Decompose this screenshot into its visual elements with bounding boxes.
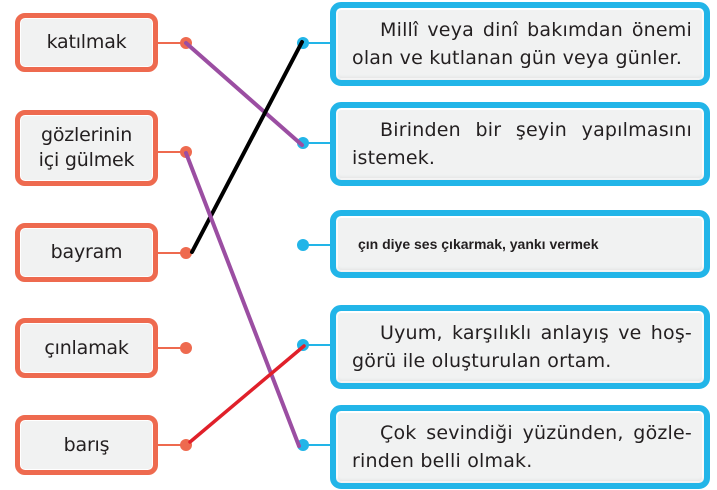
match-line-katilmak[interactable] — [184, 41, 304, 147]
term-connector — [158, 151, 186, 153]
term-box-bayram[interactable]: bayram — [15, 223, 158, 282]
term-label: barış — [63, 433, 110, 456]
term-box-gozlerinin-ici-gulmek[interactable]: gözlerinin içi gülmek — [15, 110, 158, 186]
term-connector — [158, 252, 186, 254]
term-connector — [158, 347, 186, 349]
definition-text: Uyum, karşılıklı anlayış ve hoş-görü ile… — [352, 322, 692, 372]
match-line-gozlerinin-ici-gulmek[interactable] — [184, 151, 301, 448]
definition-dot-5[interactable] — [297, 439, 309, 451]
term-dot-bayram[interactable] — [180, 247, 192, 259]
term-label: çınlamak — [44, 336, 129, 359]
match-line-bayram[interactable] — [190, 40, 304, 254]
definition-connector — [303, 42, 330, 44]
definition-connector — [303, 444, 330, 446]
definition-connector — [303, 244, 330, 246]
definition-box-4[interactable]: Uyum, karşılıklı anlayış ve hoş-görü ile… — [330, 305, 710, 389]
definition-connector — [303, 344, 330, 346]
definition-dot-2[interactable] — [297, 137, 309, 149]
term-label: bayram — [50, 241, 123, 263]
definition-box-2[interactable]: Birinden bir şeyin yapılmasını istemek. — [330, 102, 710, 186]
term-connector — [158, 444, 186, 446]
term-connector — [158, 42, 186, 44]
definition-box-3[interactable]: çın diye ses çıkarmak, yankı vermek — [330, 210, 710, 278]
term-box-cinlamak[interactable]: çınlamak — [15, 318, 158, 378]
term-box-katilmak[interactable]: katılmak — [15, 13, 158, 72]
definition-text: Millî veya dinî bakımdan önemi olan ve k… — [352, 19, 692, 69]
term-label: katılmak — [46, 31, 127, 53]
definition-connector — [303, 142, 330, 144]
definition-box-1[interactable]: Millî veya dinî bakımdan önemi olan ve k… — [330, 2, 710, 86]
match-line-baris[interactable] — [188, 344, 306, 444]
term-box-baris[interactable]: barış — [15, 415, 158, 475]
definition-text: çın diye ses çıkarmak, yankı vermek — [358, 236, 599, 252]
term-label: gözlerinin içi gülmek — [38, 124, 135, 171]
definition-text: Çok sevindiği yüzünden, gözle-rinden bel… — [352, 422, 692, 472]
definition-dot-3[interactable] — [297, 239, 309, 251]
term-dot-cinlamak[interactable] — [180, 342, 192, 354]
definition-text: Birinden bir şeyin yapılmasını istemek. — [352, 119, 692, 169]
definition-box-5[interactable]: Çok sevindiği yüzünden, gözle-rinden bel… — [330, 405, 710, 489]
